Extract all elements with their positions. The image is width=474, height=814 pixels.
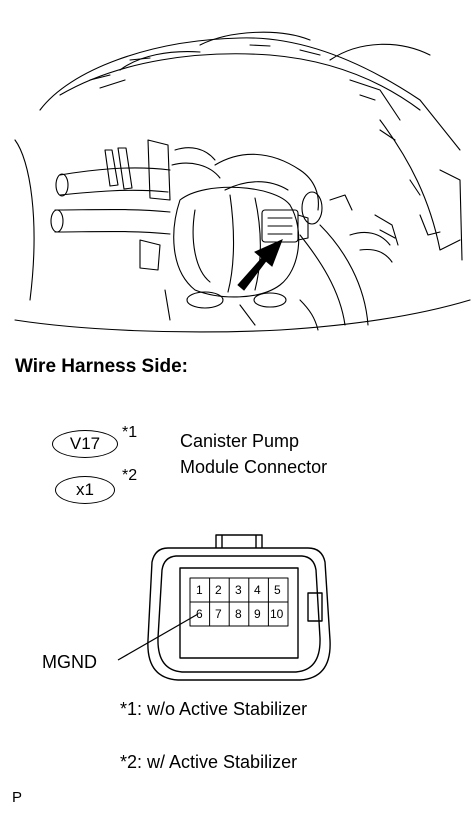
pin-9: 9: [254, 607, 261, 621]
pin-1: 1: [196, 583, 203, 597]
location-arrow: [237, 239, 283, 291]
floor-panel-left: [14, 139, 35, 301]
connector-name-line1: Canister Pump: [180, 431, 300, 451]
footnote-1: *1: w/o Active Stabilizer: [120, 699, 308, 719]
pin-7: 7: [215, 607, 222, 621]
body-panel-upper: [59, 53, 421, 111]
connector-code-x1: x1: [55, 476, 115, 504]
pin-6: 6: [196, 607, 203, 621]
connector-side-tab: [307, 592, 323, 622]
footnote-2: *2: w/ Active Stabilizer: [120, 752, 298, 772]
pin-5: 5: [274, 583, 281, 597]
pump-module-body: [173, 186, 300, 298]
side-member: [379, 119, 461, 251]
mgnd-label: MGND: [42, 652, 97, 672]
connector-code-v17: V17: [52, 430, 118, 458]
mgnd-leader-line: [117, 613, 199, 661]
pin-2: 2: [215, 583, 222, 597]
hose-left-upper: [59, 167, 171, 176]
pin-8: 8: [235, 607, 242, 621]
body-panel-top: [39, 37, 461, 151]
pin-4: 4: [254, 583, 261, 597]
hose-left-lower: [54, 208, 171, 213]
floor-panel-bottom: [14, 299, 471, 333]
footnote-ref-1: *1: [122, 424, 138, 441]
wire-harness-side-heading: Wire Harness Side:: [15, 356, 189, 377]
footnote-ref-2: *2: [122, 467, 138, 484]
connector-latch: [215, 534, 263, 548]
pin-3: 3: [235, 583, 242, 597]
page-marker: P: [12, 789, 23, 806]
connector-name-line2: Module Connector: [180, 457, 328, 477]
pin-10: 10: [270, 607, 284, 621]
canister-pump-location-illustration: [14, 31, 471, 333]
